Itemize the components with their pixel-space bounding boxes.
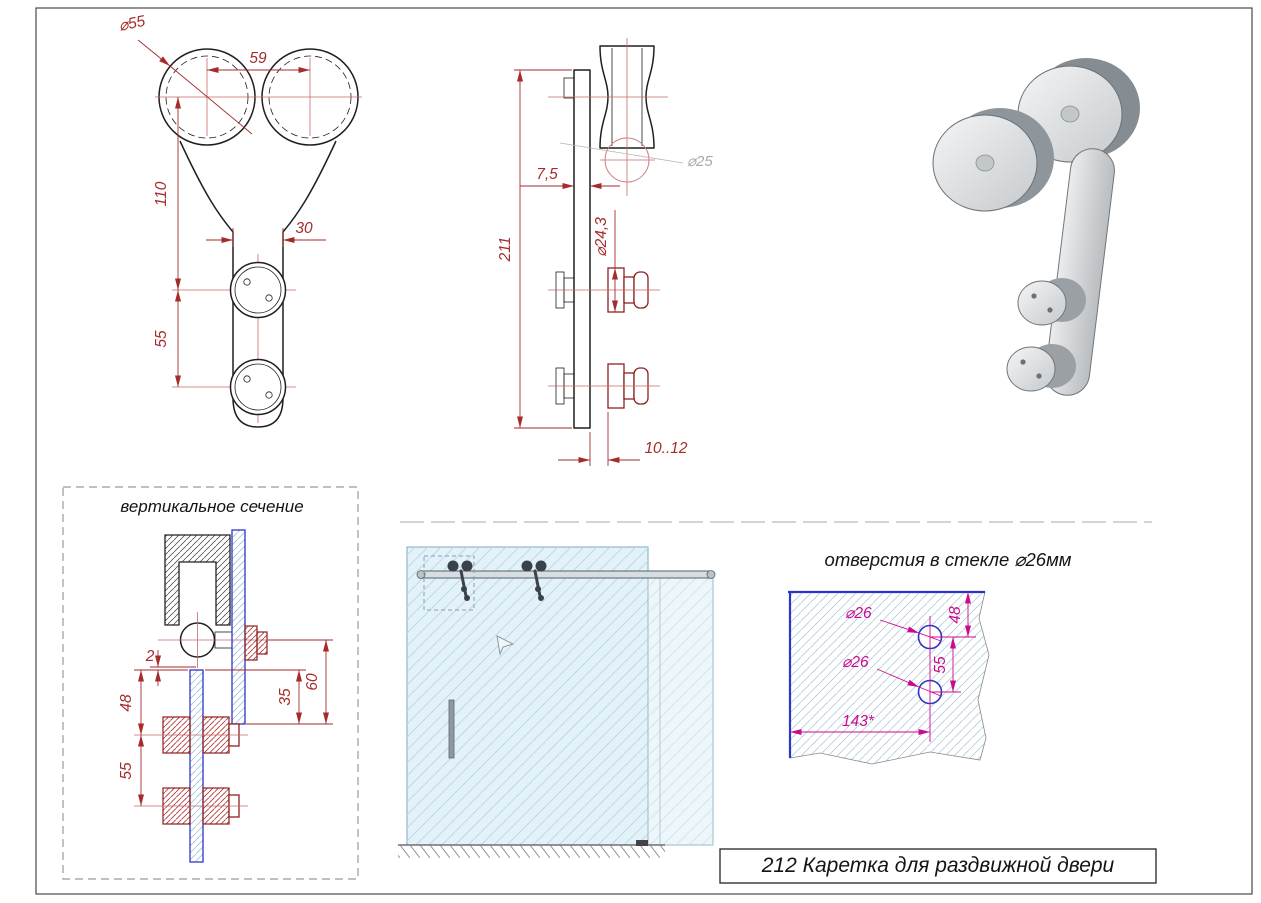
roller-3d-left [932,108,1054,212]
glass-clamp-upper [229,261,287,319]
dim-glass-thickness-range: 10..12 [644,440,687,457]
sheet-frame [35,7,1253,895]
door-glass-section [189,669,204,863]
arrow-mark [496,635,515,656]
carriage-glyph-1 [447,560,473,601]
door-handle [448,699,455,759]
carriage-plate [573,69,591,429]
dim-plate-thickness: 7,5 [536,166,558,183]
rail [419,570,713,579]
dim-horizontal-offset: 143* [842,713,875,730]
isometric-view [932,58,1140,396]
dim-total-height: 211 [497,237,514,263]
fixed-glass-section [231,529,246,725]
clamp-3d-upper [1017,278,1086,326]
side-view: ⌀25 7,5 211 ⌀24,3 10..12 [497,38,713,466]
wheel-section [164,534,231,626]
dim-arm-width: 30 [295,220,313,237]
glass-clamp-lower [229,358,287,416]
dim-hole-edge-offset: 48 [947,606,964,624]
clamp-3d-lower [1006,344,1076,392]
dim-hole-dia-bottom: ⌀26 [842,654,869,671]
dim-section-55: 55 [118,762,135,780]
arm-3d [1045,148,1115,396]
dim-rail-diameter: ⌀25 [687,153,713,170]
floor-guide [636,840,648,846]
dim-section-60: 60 [304,673,321,691]
dim-roller-spacing: 59 [249,50,267,67]
section-view: вертикальное сечение 48 55 2 [62,486,359,880]
rail-circle [604,137,650,183]
drawing-title: 212 Каретка для раздвижной двери [761,854,1115,877]
dim-arm-length: 110 [153,181,170,206]
glass-holes-title: отверстия в стекле ⌀26мм [825,549,1072,570]
section-frame [62,486,359,880]
carriage-glyph-2 [521,560,547,601]
dim-roller-diameter: ⌀55 [117,13,147,35]
dim-clamp-spacing: 55 [153,330,170,348]
front-view: 59 ⌀55 110 55 30 [117,13,362,428]
dim-clamp-diameter: ⌀24,3 [593,217,610,257]
dim-hole-dia-top: ⌀26 [845,605,872,622]
dim-hole-spacing: 55 [932,656,949,674]
section-title: вертикальное сечение [120,497,303,516]
door-elevation [398,521,1152,858]
dim-section-gap: 2 [145,648,155,665]
glass-holes-view: отверстия в стекле ⌀26мм ⌀26 ⌀26 48 55 1… [788,549,1072,765]
detail-callout-box [423,555,475,611]
title-block: 212 Каретка для раздвижной двери [719,848,1157,884]
dim-section-35: 35 [277,688,294,706]
dim-section-48: 48 [118,694,135,712]
title-block-frame [719,848,1157,884]
